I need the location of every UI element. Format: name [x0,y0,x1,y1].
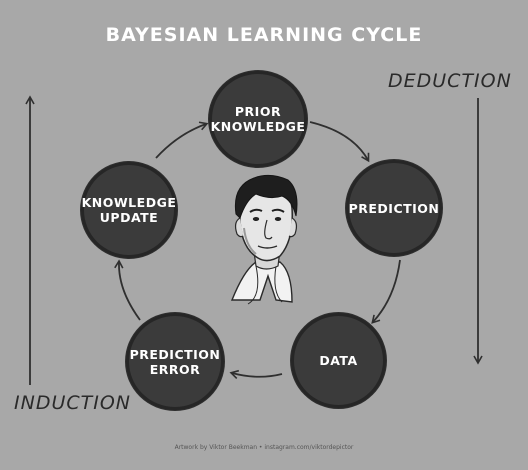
diagram-title: BAYESIAN LEARNING CYCLE [105,24,423,46]
node-data-label: DATA [319,353,358,368]
arrow-data-to-error [229,369,283,379]
node-prediction-error-label: PREDICTION ERROR [129,346,221,377]
arrow-update-to-prior [155,121,209,159]
deduction-label: DEDUCTION [388,70,512,92]
artwork-credit: Artwork by Viktor Beekman • instagram.co… [174,444,354,451]
node-knowledge-update: KNOWLEDGE UPDATE [81,162,177,258]
arrow-prediction-to-data [371,259,401,324]
arrow-prior-to-prediction [309,121,370,163]
node-prior-knowledge-label: PRIOR KNOWLEDGE [210,104,306,134]
arrow-error-to-update [114,259,141,321]
node-prediction-label: PREDICTION [348,200,440,216]
node-data: DATA [291,313,386,408]
node-prior-knowledge: PRIOR KNOWLEDGE [209,71,307,167]
induction-label: INDUCTION [14,392,131,414]
bayes-portrait-icon [230,174,298,305]
node-knowledge-update-label: KNOWLEDGE UPDATE [81,195,177,225]
node-prediction-error: PREDICTION ERROR [126,313,224,410]
node-prediction: PREDICTION [346,160,442,256]
